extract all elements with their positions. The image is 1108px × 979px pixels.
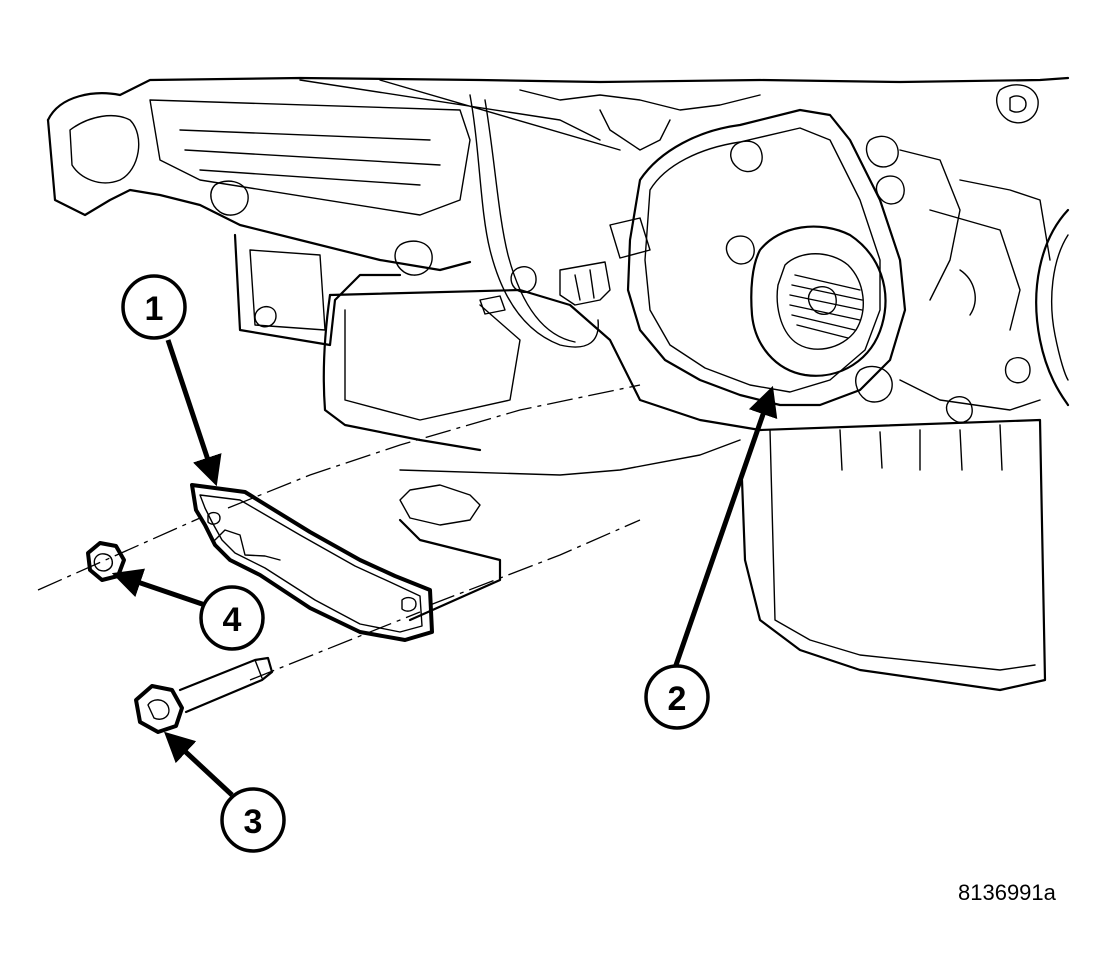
callout-4-label: 4 bbox=[223, 601, 242, 639]
callout-3: 3 bbox=[220, 787, 286, 853]
leader-1 bbox=[165, 339, 222, 487]
leader-2 bbox=[672, 385, 778, 669]
leader-3 bbox=[164, 731, 234, 797]
callout-2-label: 2 bbox=[668, 680, 687, 718]
callout-1-label: 1 bbox=[145, 290, 164, 328]
callout-3-label: 3 bbox=[244, 803, 263, 841]
alignment-lines bbox=[37, 384, 641, 681]
oil-pan bbox=[322, 288, 1047, 692]
callout-2: 2 bbox=[644, 664, 710, 730]
leader-4 bbox=[111, 568, 206, 608]
engine-block bbox=[46, 76, 1070, 348]
terminal-connector bbox=[479, 217, 651, 315]
leader-arrows bbox=[111, 339, 778, 797]
callout-1: 1 bbox=[121, 274, 187, 340]
figure-reference-number: 8136991a bbox=[958, 880, 1056, 905]
bolt bbox=[134, 656, 274, 734]
nut bbox=[86, 541, 126, 582]
generator bbox=[626, 108, 1041, 424]
crank-pulley bbox=[929, 84, 1070, 407]
callout-4: 4 bbox=[199, 585, 265, 651]
